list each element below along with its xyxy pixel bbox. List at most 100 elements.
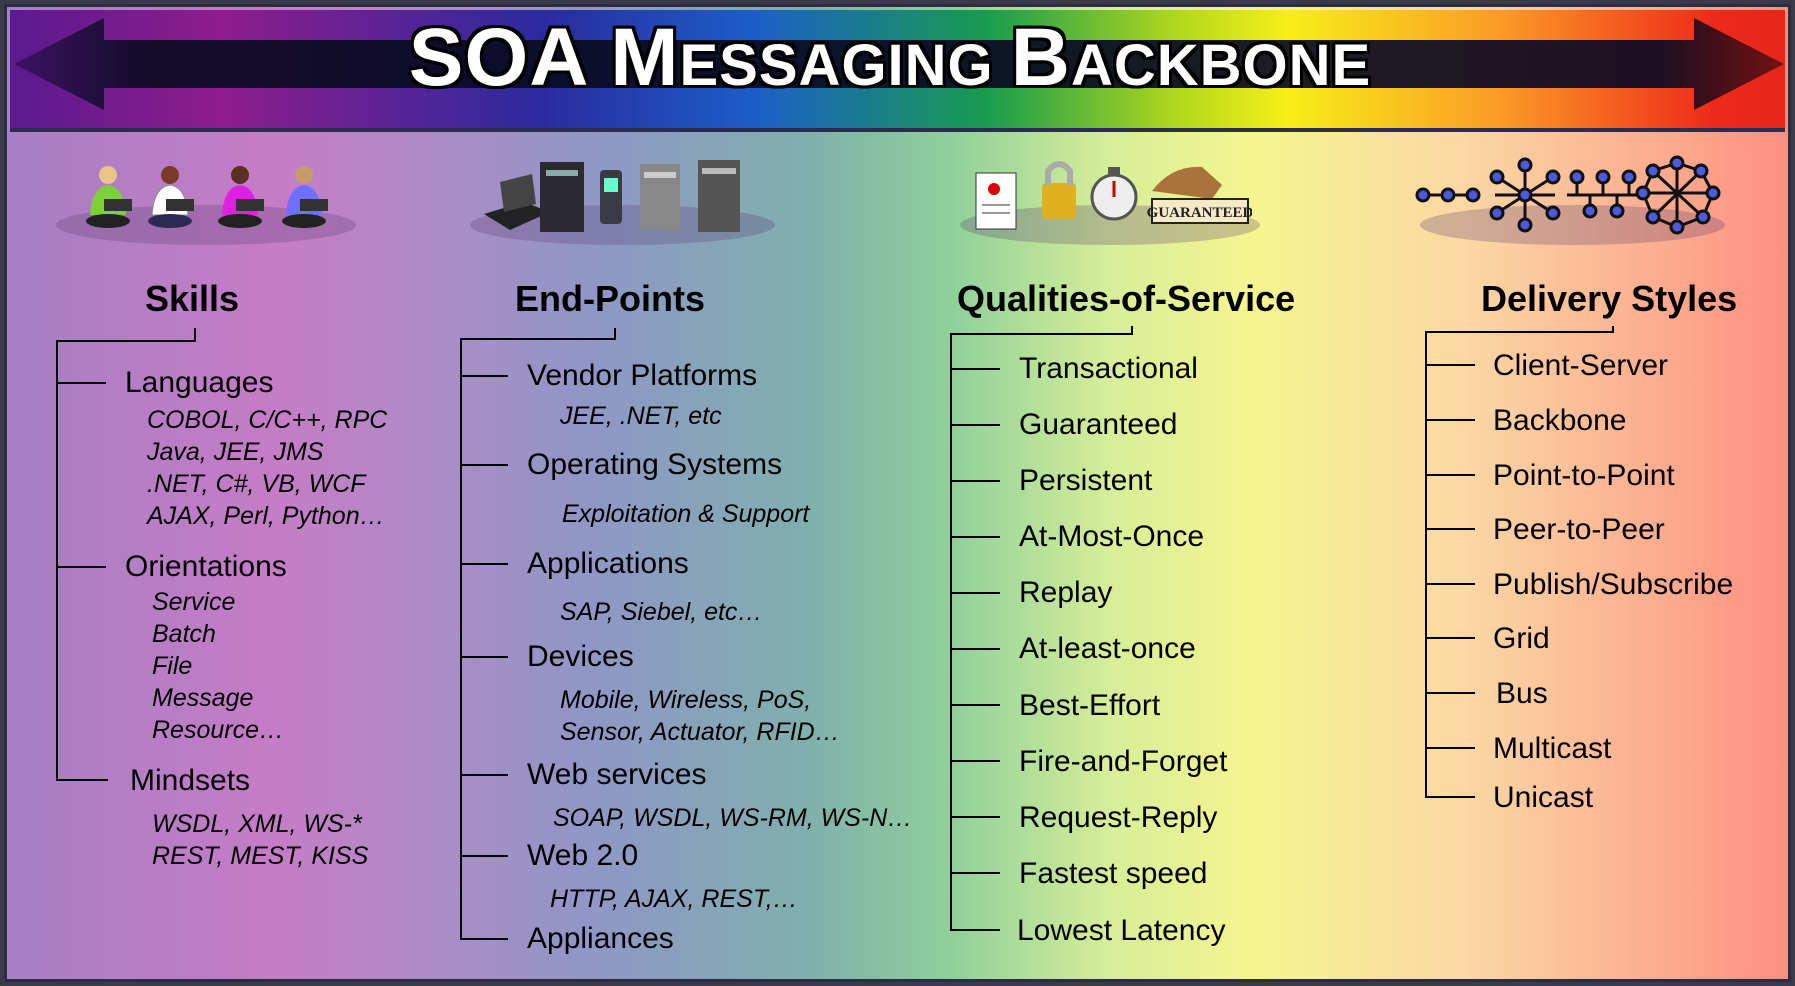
skill-detail: Message: [152, 684, 254, 712]
endpoint-detail: HTTP, AJAX, REST,…: [550, 885, 798, 913]
delivery-style-item: Publish/Subscribe: [1493, 568, 1734, 601]
delivery-style-item: Backbone: [1493, 404, 1627, 437]
column-heading-qualities-of-service: Qualities-of-Service: [957, 278, 1296, 319]
tree-line: [950, 368, 1000, 370]
skill-detail: File: [152, 652, 193, 680]
tree-line: [1425, 637, 1475, 639]
tree-line: [460, 338, 615, 340]
tree-line: [950, 536, 1000, 538]
endpoint-detail: Sensor, Actuator, RFID…: [560, 718, 840, 746]
qos-item: Fire-and-Forget: [1019, 745, 1228, 778]
tree-line: [1612, 326, 1614, 333]
tree-line: [56, 340, 58, 780]
tree-line: [56, 779, 108, 781]
computers-and-devices-icon: [484, 160, 740, 232]
network-topologies-icon: [1415, 155, 1721, 235]
tree-line: [1425, 692, 1475, 694]
qos-item: At-least-once: [1019, 632, 1196, 665]
tree-line: [950, 760, 1000, 762]
delivery-style-item: Peer-to-Peer: [1493, 513, 1665, 546]
skill-detail: WSDL, XML, WS-*: [152, 810, 362, 838]
qos-item: At-Most-Once: [1019, 520, 1205, 553]
endpoint-item: Vendor Platforms: [527, 359, 758, 392]
skill-detail: AJAX, Perl, Python…: [147, 502, 385, 530]
endpoint-item: Devices: [527, 640, 634, 673]
title-part: M: [610, 12, 680, 103]
qos-item: Guaranteed: [1019, 408, 1178, 441]
endpoint-detail: JEE, .NET, etc: [560, 402, 722, 430]
endpoint-detail: SAP, Siebel, etc…: [560, 598, 763, 626]
delivery-style-item: Multicast: [1493, 732, 1612, 765]
title-part: ESSAGING: [679, 33, 1011, 98]
title-part: B: [1010, 12, 1072, 103]
tree-line: [460, 563, 508, 565]
qos-item: Transactional: [1019, 352, 1198, 385]
tree-line: [460, 656, 508, 658]
tree-line: [56, 566, 106, 568]
skill-item: Orientations: [125, 550, 287, 583]
guaranteed-stamp-text: GUARANTEED: [1147, 205, 1252, 221]
delivery-style-item: Grid: [1493, 622, 1550, 655]
delivery-style-item: Client-Server: [1493, 349, 1669, 382]
qos-item: Persistent: [1019, 464, 1153, 497]
certificate-lock-stopwatch-guaranteed-icon: GUARANTEED: [975, 161, 1252, 230]
endpoint-detail: Exploitation & Support: [562, 500, 810, 528]
endpoint-item: Web 2.0: [527, 839, 639, 872]
skill-detail: Java, JEE, JMS: [147, 438, 324, 466]
title-part: SOA: [408, 12, 611, 103]
people-with-laptops-icon: [86, 166, 328, 228]
tree-line: [1425, 747, 1475, 749]
tree-line: [460, 774, 508, 776]
tree-line: [950, 648, 1000, 650]
column-heading-end-points: End-Points: [515, 278, 705, 319]
endpoint-detail: Mobile, Wireless, PoS,: [560, 686, 812, 714]
tree-line: [56, 382, 106, 384]
tree-line: [460, 375, 508, 377]
endpoint-item: Web services: [527, 758, 707, 791]
tree-line: [1131, 326, 1133, 335]
tree-line: [460, 855, 508, 857]
title-part: ACKBONE: [1071, 33, 1372, 98]
tree-line: [950, 424, 1000, 426]
skill-detail: Service: [152, 588, 236, 616]
skill-detail: COBOL, C/C++, RPC: [147, 406, 388, 434]
tree-line: [460, 338, 462, 940]
endpoint-item: Appliances: [527, 922, 674, 955]
qos-item: Request-Reply: [1019, 801, 1218, 834]
qos-item: Replay: [1019, 576, 1113, 609]
tree-line: [1425, 474, 1475, 476]
tree-line: [460, 464, 508, 466]
tree-line: [1425, 364, 1475, 366]
skill-item: Mindsets: [130, 764, 251, 797]
skill-item: Languages: [125, 366, 274, 399]
endpoint-item: Operating Systems: [527, 448, 783, 481]
delivery-style-item: Bus: [1496, 677, 1548, 710]
skill-detail: Batch: [152, 620, 216, 648]
tree-line: [950, 872, 1000, 874]
tree-line: [1425, 528, 1475, 530]
skill-detail: REST, MEST, KISS: [152, 842, 369, 870]
qos-item: Fastest speed: [1019, 857, 1208, 890]
tree-line: [950, 592, 1000, 594]
tree-line: [950, 333, 952, 931]
delivery-style-item: Point-to-Point: [1493, 459, 1675, 492]
column-heading-skills: Skills: [145, 278, 240, 319]
tree-line: [1425, 583, 1475, 585]
tree-line: [950, 704, 1000, 706]
skill-detail: Resource…: [152, 716, 284, 744]
tree-line: [1425, 331, 1427, 798]
endpoint-detail: SOAP, WSDL, WS-RM, WS-N…: [553, 804, 913, 832]
tree-line: [194, 328, 196, 342]
delivery-style-item: Unicast: [1493, 781, 1594, 814]
tree-line: [1425, 419, 1475, 421]
tree-line: [950, 480, 1000, 482]
tree-line: [1425, 796, 1475, 798]
skill-detail: .NET, C#, VB, WCF: [147, 470, 366, 498]
tree-line: [950, 816, 1000, 818]
tree-line: [614, 328, 616, 340]
tree-line: [460, 938, 508, 940]
tree-line: [56, 340, 195, 342]
qos-item: Best-Effort: [1019, 689, 1161, 722]
tree-line: [950, 929, 1000, 931]
